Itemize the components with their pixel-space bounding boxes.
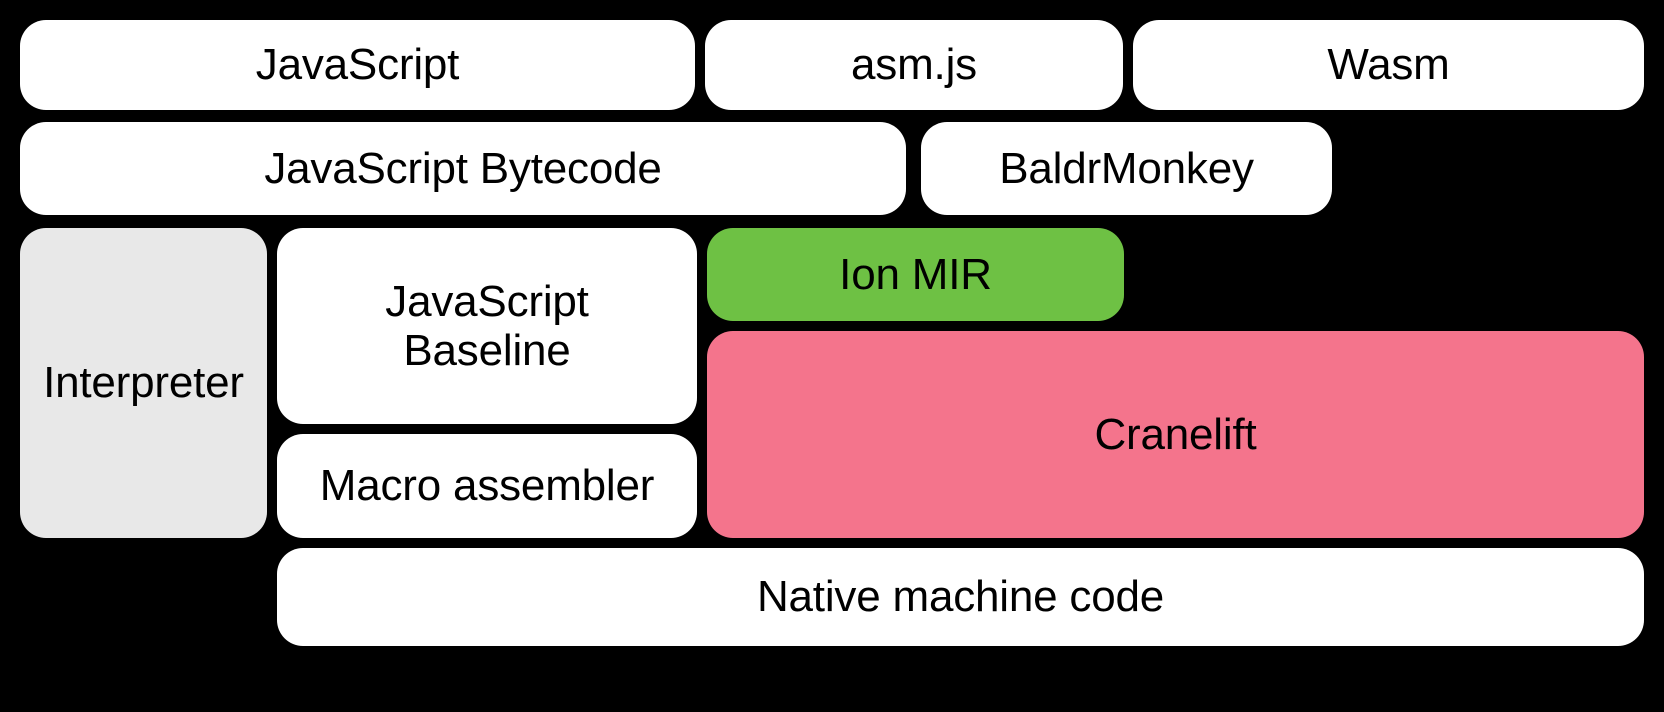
box-native-machine-code: Native machine code	[277, 548, 1644, 646]
box-asm-js: asm.js	[705, 20, 1123, 110]
box-macro-assembler: Macro assembler	[277, 434, 697, 538]
box-javascript-baseline: JavaScript Baseline	[277, 228, 697, 424]
box-wasm: Wasm	[1133, 20, 1644, 110]
box-cranelift: Cranelift	[707, 331, 1644, 538]
box-javascript-bytecode: JavaScript Bytecode	[20, 122, 906, 215]
box-ion-mir: Ion MIR	[707, 228, 1124, 321]
box-javascript: JavaScript	[20, 20, 695, 110]
box-interpreter: Interpreter	[20, 228, 267, 538]
box-baldrmonkey: BaldrMonkey	[921, 122, 1332, 215]
